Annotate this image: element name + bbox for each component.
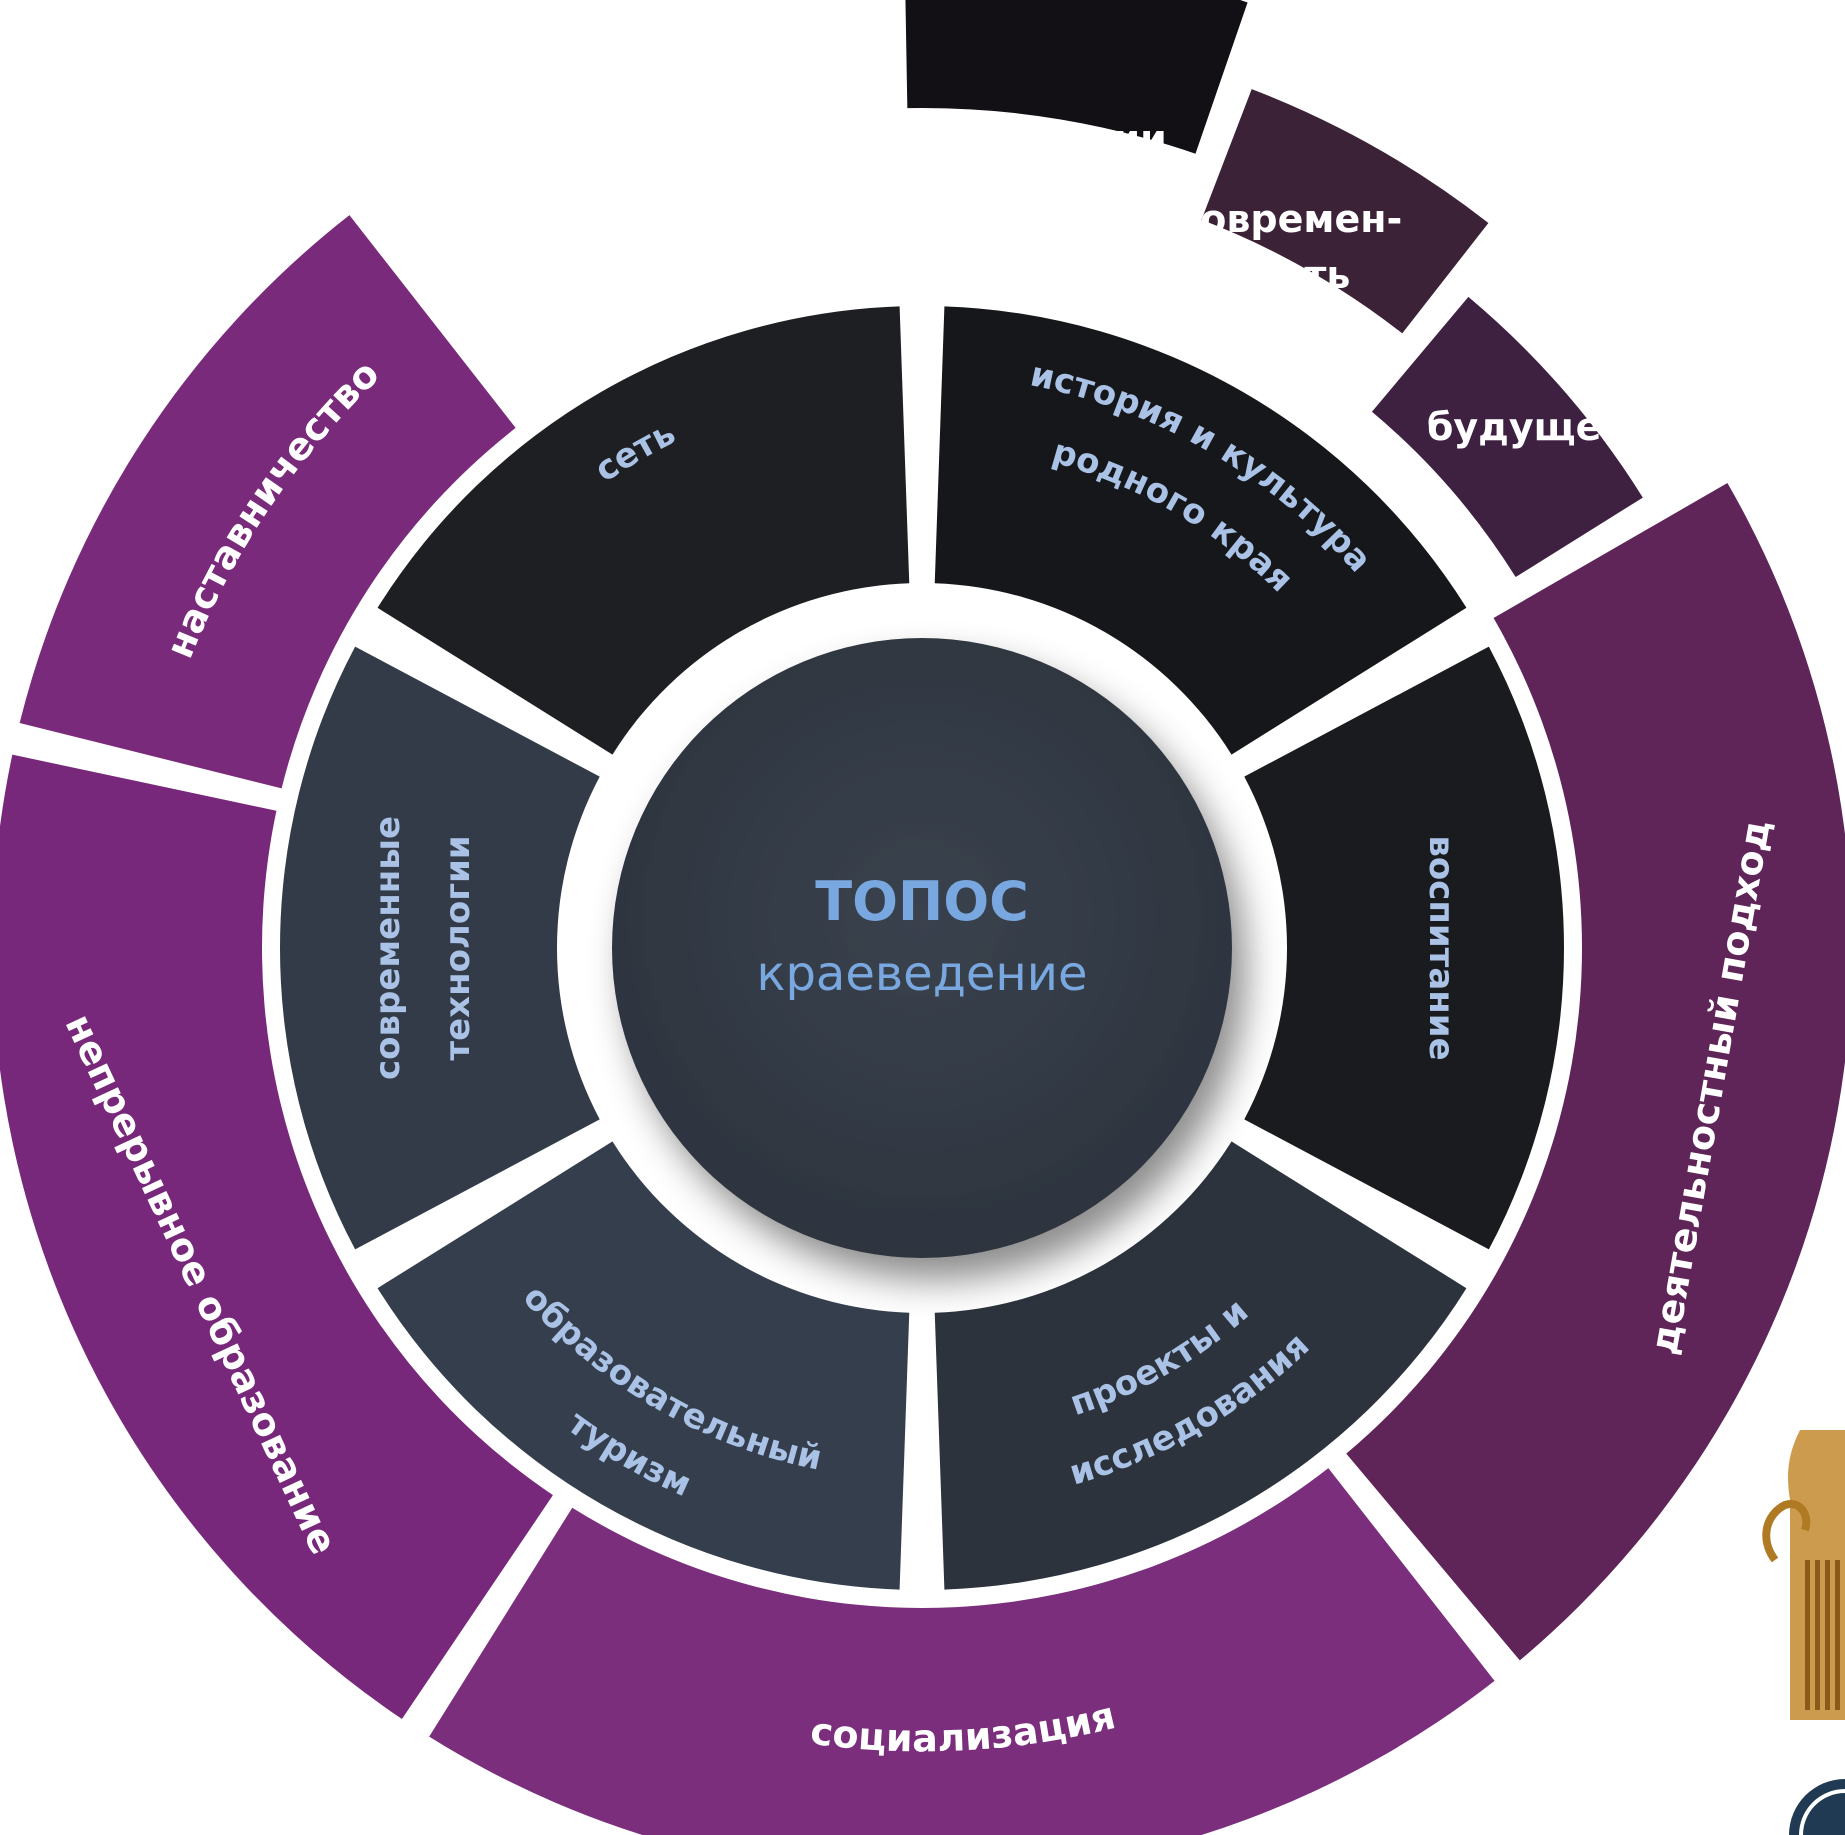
outer-modernity-label-line-2: ность xyxy=(1230,253,1351,297)
outer-segment-future xyxy=(1371,296,1643,578)
outer-future-label-line-1: будущее xyxy=(1427,405,1627,449)
center-disc-group: ТОПОС краеведение xyxy=(612,638,1232,1258)
logo-emblem xyxy=(1762,1430,1845,1720)
inner-segment-history xyxy=(934,306,1467,755)
inner-technologies-label-line-2: технологии xyxy=(438,835,478,1060)
inner-segment-upbringing xyxy=(1244,646,1564,1250)
outer-traditions-label-line-1: традиции xyxy=(953,117,1167,161)
center-subtitle: краеведение xyxy=(756,946,1087,1002)
outer-segment-mentoring xyxy=(19,215,516,789)
inner-upbringing-label-line-1: воспитание xyxy=(1421,835,1461,1060)
outer-segment-traditions xyxy=(905,0,1248,154)
center-disc xyxy=(612,638,1232,1258)
outer-segment-education xyxy=(0,754,553,1719)
inner-segment-projects xyxy=(934,1141,1467,1590)
outer-segment-socialization xyxy=(429,1468,1495,1835)
inner-technologies-label: современные технологии xyxy=(368,816,478,1080)
outer-segment-modernity xyxy=(1201,89,1489,334)
inner-segment-tourism xyxy=(377,1141,910,1590)
inner-technologies-label-line-1: современные xyxy=(368,816,408,1080)
logo-badge xyxy=(1789,1779,1845,1835)
outer-modernity-label-line-1: современ- xyxy=(1178,197,1403,241)
outer-segment-activity xyxy=(1346,483,1845,1661)
inner-segment-technologies xyxy=(280,646,600,1250)
inner-segment-set xyxy=(377,306,910,755)
center-title: ТОПОС xyxy=(815,870,1028,933)
inner-upbringing-label: воспитание xyxy=(1421,835,1461,1060)
